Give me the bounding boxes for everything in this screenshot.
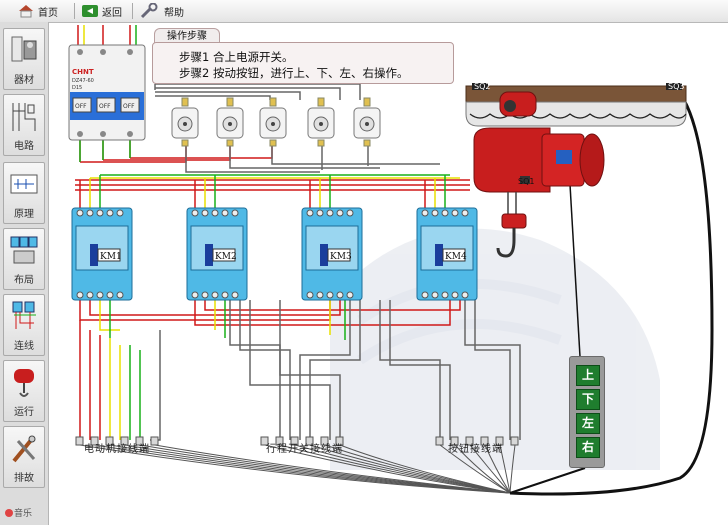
breaker-off-label: OFF — [75, 103, 87, 110]
sidebar-item-troubleshoot[interactable]: 排故 — [3, 426, 45, 488]
help-label: 帮助 — [164, 7, 184, 19]
breaker-brand: CHNT — [72, 68, 94, 76]
sidebar-item-label: 电路 — [14, 141, 34, 152]
limit-terminals — [260, 436, 344, 446]
tools-icon — [12, 435, 36, 463]
limit-switch-sq1: SQ1 — [518, 177, 534, 186]
toolbar-divider — [74, 3, 75, 19]
limit-switch-sq3: SQ3 — [668, 82, 684, 91]
sidebar-item-wiring[interactable]: 连线 — [3, 294, 45, 356]
home-label: 首页 — [38, 7, 58, 19]
down-button[interactable]: 下 — [576, 389, 600, 410]
hoist-icon — [14, 369, 34, 397]
toolbar-divider — [132, 3, 133, 19]
contactor-label: KM4 — [445, 252, 467, 262]
sidebar-item-label: 布局 — [14, 275, 34, 286]
fuse[interactable] — [259, 97, 287, 147]
sidebar-item-label: 运行 — [14, 407, 34, 418]
fuse[interactable] — [307, 97, 335, 147]
sidebar-item-circuit[interactable]: 电路 — [3, 94, 45, 156]
fuse[interactable] — [353, 97, 381, 147]
electric-hoist: SQ2 SQ3 SQ1 — [465, 82, 687, 258]
limit-switch-sq2: SQ2 — [474, 82, 490, 91]
circuit-icon — [12, 103, 36, 131]
toolbar: 首页 返回 帮助 — [0, 0, 728, 23]
breaker-off-label: OFF — [123, 103, 135, 110]
contactor-km1[interactable]: KM1 — [71, 207, 133, 301]
fuse-row — [171, 97, 381, 147]
left-button[interactable]: 左 — [576, 413, 600, 434]
up-button[interactable]: 上 — [576, 365, 600, 386]
motor-terminal-label: 电动机接线端 — [84, 442, 150, 455]
motor-terminals — [75, 436, 159, 446]
sidebar-item-layout[interactable]: 布局 — [3, 228, 45, 290]
button-terminals — [435, 436, 519, 446]
sidebar: 器材 电路 原理 布局 连线 运行 排故 — [0, 22, 49, 525]
step-1: 步骤1 合上电源开关。 — [179, 50, 294, 64]
sidebar-item-label: 器材 — [14, 75, 34, 86]
fuse[interactable] — [171, 97, 199, 147]
pendant-control: 上 下 左 右 — [569, 356, 605, 468]
steps-tab: 操作步骤 — [154, 28, 220, 44]
breaker-off-label: OFF — [99, 103, 111, 110]
sidebar-item-label: 原理 — [14, 209, 34, 220]
wiring-stage: CHNT DZ47-60 D15 OFF OFF OFF KM1 KM2 KM3 — [68, 25, 714, 496]
contactor-label: KM1 — [100, 252, 122, 262]
sidebar-item-equipment[interactable]: 器材 — [3, 28, 45, 90]
hoist-cable — [509, 99, 714, 496]
back-button[interactable]: 返回 — [82, 2, 122, 20]
music-label: 音乐 — [14, 509, 33, 519]
breaker-rating: D15 — [72, 85, 82, 91]
wrench-icon — [140, 3, 158, 19]
circuit-breaker[interactable]: CHNT DZ47-60 D15 OFF OFF OFF — [68, 44, 146, 141]
button-terminal-label: 按钮接线端 — [448, 442, 503, 455]
contactor-km3[interactable]: KM3 — [301, 207, 363, 301]
home-button[interactable]: 首页 — [18, 2, 58, 20]
sidebar-item-label: 排故 — [14, 473, 34, 484]
right-button[interactable]: 右 — [576, 437, 600, 458]
back-label: 返回 — [102, 7, 122, 19]
contactor-label: KM2 — [215, 252, 237, 262]
music-toggle[interactable]: 音乐 — [4, 506, 32, 519]
step-2: 步骤2 按动按钮，进行上、下、左、右操作。 — [179, 66, 409, 80]
equipment-icon — [11, 36, 37, 62]
sidebar-item-label: 连线 — [14, 341, 34, 352]
contactor-label: KM3 — [330, 252, 352, 262]
schematic-icon — [10, 174, 38, 194]
contactor-km2[interactable]: KM2 — [186, 207, 248, 301]
wiring-icon — [12, 301, 36, 329]
sidebar-item-run[interactable]: 运行 — [3, 360, 45, 422]
help-button[interactable]: 帮助 — [140, 2, 184, 20]
back-arrow-icon — [82, 5, 98, 17]
fuse[interactable] — [216, 97, 244, 147]
home-icon — [19, 5, 33, 18]
sidebar-item-principle[interactable]: 原理 — [3, 162, 45, 224]
layout-icon — [10, 236, 38, 264]
limit-terminal-label: 行程开关接线端 — [266, 442, 343, 455]
contactor-km4[interactable]: KM4 — [416, 207, 478, 301]
operation-steps-panel: 步骤1 合上电源开关。 步骤2 按动按钮，进行上、下、左、右操作。 — [152, 42, 454, 84]
breaker-model: DZ47-60 — [72, 78, 94, 84]
sound-icon — [5, 508, 13, 517]
